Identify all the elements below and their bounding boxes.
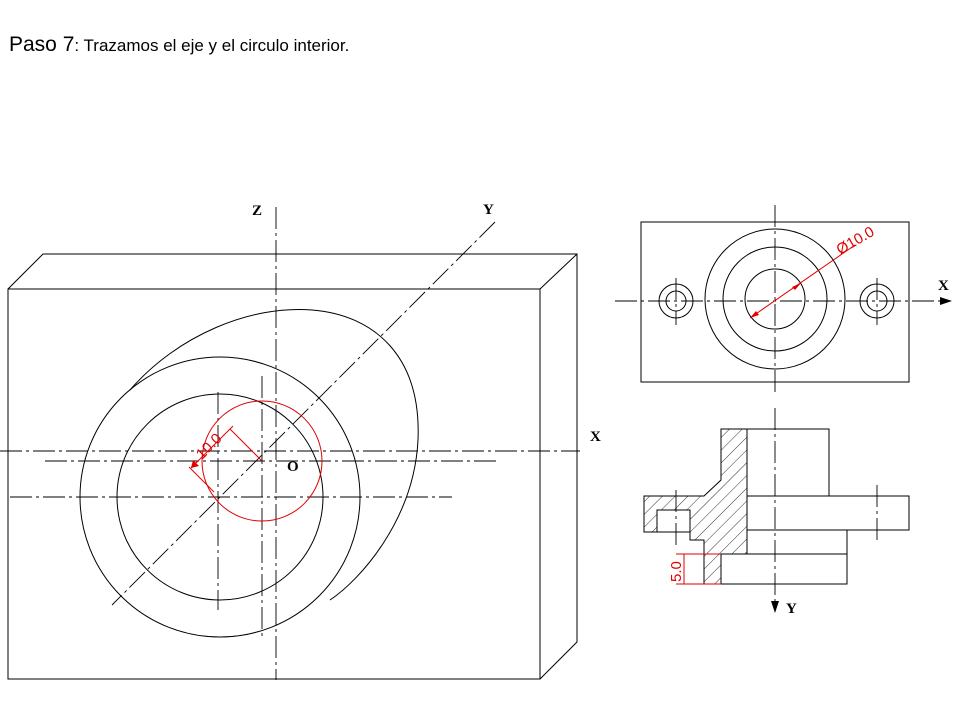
top-dim-arrow-2 [792,283,801,290]
front-section-view: Y 5.0 [643,408,910,617]
front-label-y: Y [786,601,797,617]
iso-label-x: X [590,429,601,445]
iso-dim-line [190,425,234,469]
iso-radius-label: 10.0 [193,430,226,463]
iso-outer-circle-back [129,309,419,601]
iso-block-top-edge [539,253,578,290]
iso-dim-leader-2 [229,428,263,462]
page-title: Paso 7: Trazamos el eje y el circulo int… [9,33,349,57]
top-diameter-label: Ø10.0 [834,223,878,258]
front-counterbore [656,509,691,533]
front-height-dimension: 5.0 [668,553,721,585]
front-outline-right [721,428,910,585]
iso-axis-y [111,221,496,606]
iso-axes [0,207,580,680]
step-description: : Trazamos el eje y el circulo interior. [74,36,350,55]
step-label: Paso 7 [9,33,75,56]
iso-dim-leader-1 [188,466,215,493]
iso-block [7,253,578,680]
front-y-arrow [771,601,779,613]
iso-block-front-face [7,288,541,680]
front-hatched-section [643,428,748,585]
front-height-label: 5.0 [668,561,685,582]
iso-dim-arrow [191,460,199,468]
top-label-x: X [938,278,949,294]
iso-cylinder [79,309,419,638]
iso-inner-circle [201,400,323,522]
top-diameter-dimension: Ø10.0 [749,223,878,319]
isometric-view: 10.0 Z Y X O [0,202,601,680]
top-dim-line [749,244,856,319]
top-dim-arrow-1 [750,311,759,318]
iso-label-z: Z [252,203,262,219]
top-inner-circle [744,268,806,330]
top-outer-circle [704,228,846,370]
iso-label-origin: O [287,459,299,475]
top-view: X Ø10.0 [615,205,952,395]
top-x-arrow [940,297,952,305]
iso-label-y: Y [483,202,494,218]
